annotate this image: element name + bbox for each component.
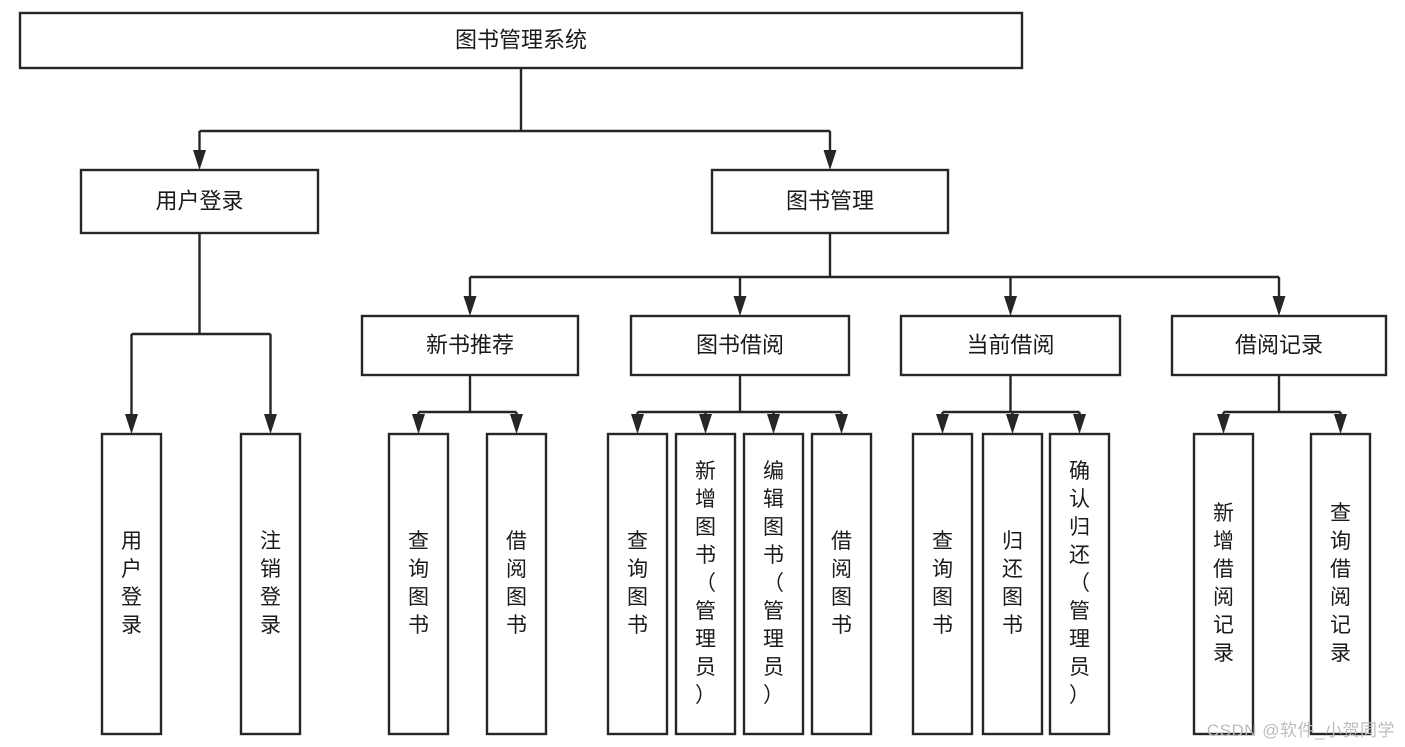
node-box-leaf-add-borrow-record[interactable] bbox=[1192, 432, 1255, 736]
node-box-leaf-query-book-3[interactable] bbox=[911, 432, 974, 736]
node-layer: 图书管理系统用户登录图书管理新书推荐图书借阅当前借阅借阅记录用户登录注销登录查询… bbox=[18, 11, 1388, 736]
node-box-leaf-edit-book-admin[interactable] bbox=[742, 432, 805, 736]
node-leaf-logout-login[interactable]: 注销登录 bbox=[239, 432, 302, 736]
node-box-leaf-add-book-admin[interactable] bbox=[674, 432, 737, 736]
node-box-leaf-query-borrow-record[interactable] bbox=[1309, 432, 1372, 736]
node-box-leaf-return-book[interactable] bbox=[981, 432, 1044, 736]
node-box-leaf-user-login[interactable] bbox=[100, 432, 163, 736]
node-leaf-borrow-book-2[interactable]: 借阅图书 bbox=[810, 432, 873, 736]
node-label-leaf-query-book-3: 查询图书 bbox=[932, 530, 953, 637]
node-label-leaf-add-book-admin: 新增图书（管理员） bbox=[695, 460, 716, 707]
node-leaf-add-book-admin[interactable]: 新增图书（管理员） bbox=[674, 432, 737, 736]
connector-group-borrow-record bbox=[1217, 375, 1347, 434]
node-leaf-query-book-2[interactable]: 查询图书 bbox=[606, 432, 669, 736]
node-label-leaf-edit-book-admin: 编辑图书（管理员） bbox=[763, 460, 784, 707]
node-label-leaf-return-book: 归还图书 bbox=[1002, 530, 1023, 637]
node-leaf-return-book[interactable]: 归还图书 bbox=[981, 432, 1044, 736]
connector-group-new-book-recommend bbox=[412, 375, 523, 434]
node-label-leaf-confirm-return-admin: 确认归还（管理员） bbox=[1069, 460, 1090, 707]
node-box-leaf-confirm-return-admin[interactable] bbox=[1048, 432, 1111, 736]
node-leaf-user-login[interactable]: 用户登录 bbox=[100, 432, 163, 736]
node-book-manage[interactable]: 图书管理 bbox=[710, 168, 950, 235]
watermark-label: CSDN @软件_小贺同学 bbox=[1206, 721, 1395, 740]
connector-group-book-manage bbox=[463, 233, 1286, 316]
node-box-leaf-query-book-1[interactable] bbox=[387, 432, 450, 736]
node-current-borrow[interactable]: 当前借阅 bbox=[899, 314, 1122, 377]
node-label-user-login: 用户登录 bbox=[155, 188, 243, 213]
node-leaf-query-book-1[interactable]: 查询图书 bbox=[387, 432, 450, 736]
node-leaf-edit-book-admin[interactable]: 编辑图书（管理员） bbox=[742, 432, 805, 736]
node-label-borrow-record: 借阅记录 bbox=[1235, 332, 1323, 357]
connector-group-user-login bbox=[125, 233, 277, 434]
node-label-root: 图书管理系统 bbox=[455, 27, 587, 52]
node-box-leaf-query-book-2[interactable] bbox=[606, 432, 669, 736]
node-leaf-confirm-return-admin[interactable]: 确认归还（管理员） bbox=[1048, 432, 1111, 736]
node-label-leaf-user-login: 用户登录 bbox=[121, 530, 142, 637]
node-label-new-book-recommend: 新书推荐 bbox=[426, 332, 514, 357]
node-box-current-borrow[interactable] bbox=[899, 314, 1122, 377]
node-leaf-query-borrow-record[interactable]: 查询借阅记录 bbox=[1309, 432, 1372, 736]
connector-group-root bbox=[193, 68, 837, 170]
node-book-borrow[interactable]: 图书借阅 bbox=[629, 314, 851, 377]
node-leaf-borrow-book-1[interactable]: 借阅图书 bbox=[485, 432, 548, 736]
node-leaf-add-borrow-record[interactable]: 新增借阅记录 bbox=[1192, 432, 1255, 736]
node-label-leaf-add-borrow-record: 新增借阅记录 bbox=[1213, 502, 1234, 665]
node-label-leaf-query-book-1: 查询图书 bbox=[408, 530, 429, 637]
connector-group-current-borrow bbox=[936, 375, 1086, 434]
node-box-user-login[interactable] bbox=[79, 168, 320, 235]
node-label-book-manage: 图书管理 bbox=[786, 188, 874, 213]
node-box-borrow-record[interactable] bbox=[1170, 314, 1388, 377]
node-label-current-borrow: 当前借阅 bbox=[966, 332, 1054, 357]
node-label-leaf-borrow-book-2: 借阅图书 bbox=[831, 530, 852, 637]
node-box-new-book-recommend[interactable] bbox=[360, 314, 580, 377]
node-label-leaf-borrow-book-1: 借阅图书 bbox=[506, 530, 527, 637]
node-user-login[interactable]: 用户登录 bbox=[79, 168, 320, 235]
node-label-leaf-query-book-2: 查询图书 bbox=[627, 530, 648, 637]
node-root[interactable]: 图书管理系统 bbox=[18, 11, 1024, 70]
node-label-leaf-logout-login: 注销登录 bbox=[260, 530, 281, 637]
node-label-book-borrow: 图书借阅 bbox=[696, 332, 784, 357]
node-new-book-recommend[interactable]: 新书推荐 bbox=[360, 314, 580, 377]
node-leaf-query-book-3[interactable]: 查询图书 bbox=[911, 432, 974, 736]
node-box-leaf-logout-login[interactable] bbox=[239, 432, 302, 736]
node-box-leaf-borrow-book-1[interactable] bbox=[485, 432, 548, 736]
node-box-book-borrow[interactable] bbox=[629, 314, 851, 377]
node-box-leaf-borrow-book-2[interactable] bbox=[810, 432, 873, 736]
node-box-root[interactable] bbox=[18, 11, 1024, 70]
connector-group-book-borrow bbox=[631, 375, 848, 434]
node-box-book-manage[interactable] bbox=[710, 168, 950, 235]
connector-layer bbox=[125, 68, 1347, 434]
node-borrow-record[interactable]: 借阅记录 bbox=[1170, 314, 1388, 377]
node-label-leaf-query-borrow-record: 查询借阅记录 bbox=[1330, 502, 1351, 665]
